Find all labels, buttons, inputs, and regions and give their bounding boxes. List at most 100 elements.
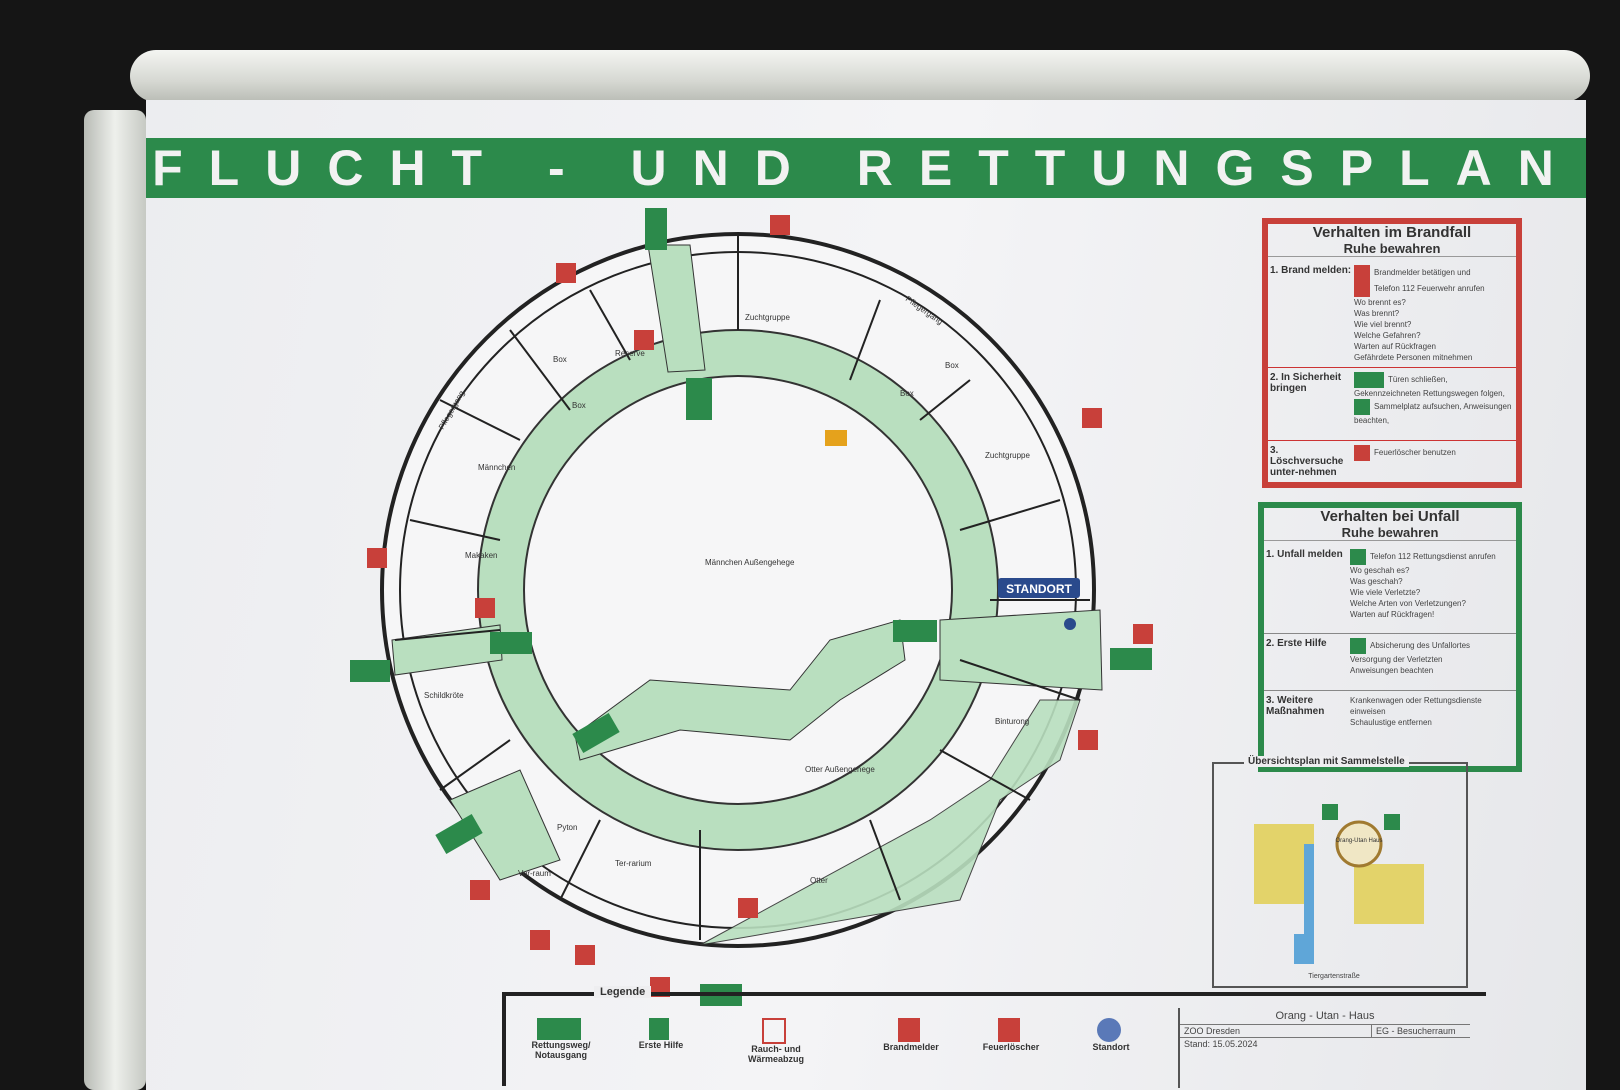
fire-alarm-icon [530,930,550,950]
fire-alarm-icon [1354,265,1370,281]
fire-alarm-icon [475,598,495,618]
text-line: Türen schließen, [1388,375,1448,385]
text-line: Sammelplatz aufsuchen, [1374,402,1462,412]
text-line: Anweisungen beachten, [1354,402,1512,425]
info-org: ZOO Dresden [1184,1026,1241,1036]
text-line: Telefon 112 Rettungsdienst anrufen [1370,552,1496,562]
standort-dot [1064,618,1076,630]
exit-icon [1354,372,1384,388]
exit-sign-icon [686,378,712,420]
text-line: Gefährdete Personen mitnehmen [1354,353,1473,362]
exit-sign-icon [1110,648,1152,670]
text-line: Welche Arten von Verletzungen? [1350,599,1466,608]
extinguisher-icon [1078,730,1098,750]
text-line: Warten auf Rückfragen [1354,342,1436,351]
accident-box-title: Verhalten bei Unfall [1320,508,1460,525]
phone-icon [1354,281,1370,297]
exit-sign-icon [350,660,390,682]
fire-step-1: 1. Brand melden: [1270,265,1352,276]
overview-street-label: Tiergartenstraße [1308,973,1360,980]
room-label: Box [572,401,586,410]
overview-map: Übersichtsplan mit Sammelstelle Orang-Ut… [1212,756,1468,988]
room-label: Makaken [465,551,497,560]
extinguisher-icon [998,1018,1020,1042]
fire-box-subtitle: Ruhe bewahren [1268,241,1516,257]
extinguisher-icon [367,548,387,568]
room-label: Zuchtgruppe [745,313,790,322]
room-label: Männchen Außengehege [705,558,795,567]
plan-title: FLUCHT - UND RETTUNGSPLAN [146,138,1586,198]
standort-icon [1097,1018,1121,1042]
corridor-ring [478,330,998,850]
text-line: Welche Gefahren? [1354,331,1421,340]
assembly-point-icon [1322,804,1338,820]
accident-instructions-box: Verhalten bei Unfall Ruhe bewahren 1. Un… [1258,502,1522,772]
room-label: Binturong [995,717,1029,726]
text-line: Wie viele Verletzte? [1350,588,1421,597]
legend-label: Rettungsweg/ Notausgang [531,1040,591,1060]
room-label: Vor-raum [518,869,551,878]
text-line: Warten auf Rückfragen! [1350,610,1435,619]
text-line: Schaulustige entfernen [1350,718,1432,727]
text-line: Telefon 112 Feuerwehr anrufen [1374,284,1485,294]
legend-label: Feuerlöscher [982,1042,1040,1052]
exit-sign-icon [490,632,532,654]
text-line: Rettungswegen folgen, [1422,389,1505,398]
assembly-point-icon [1354,399,1370,415]
fire-alarm-icon [470,880,490,900]
overview-building-label: Orang-Utan Haus [1335,838,1382,844]
legend-label: Erste Hilfe [638,1040,684,1050]
text-line: Versorgung der Verletzten [1350,655,1443,664]
warning-sign-icon [825,430,847,446]
info-building: Orang - Utan - Haus [1180,1008,1470,1025]
extinguisher-icon [1082,408,1102,428]
fire-step-3: 3. Löschversuche unter-nehmen [1270,445,1344,478]
extinguisher-icon [738,898,758,918]
text-line: Krankenwagen oder Rettungsdienste einwei… [1350,696,1482,716]
text-line: Was brennt? [1354,309,1400,318]
text-line: Wie viel brennt? [1354,320,1412,329]
text-line: Brandmelder betätigen und [1374,268,1471,278]
accident-step-2: 2. Erste Hilfe [1266,638,1327,649]
room-label: Zuchtgruppe [985,451,1030,460]
room-label: Männchen [478,463,515,472]
room-label: Ter-rarium [615,859,652,868]
fire-alarm-icon [770,215,790,235]
text-line: Anweisungen beachten [1350,666,1434,675]
first-aid-icon [1350,638,1366,654]
accident-step-1: 1. Unfall melden [1266,549,1343,560]
legend: Legende Rettungsweg/ Notausgang Erste Hi… [502,986,1486,1086]
corridor-east [939,609,1103,691]
exit-icon [537,1018,581,1040]
info-block: Orang - Utan - Haus ZOO Dresden EG - Besu… [1178,1008,1470,1088]
fire-step-2: 2. In Sicherheit bringen [1270,372,1342,394]
text-line: Was geschah? [1350,577,1403,586]
info-floor: EG - Besucherraum [1371,1025,1470,1037]
room-label: Schildkröte [424,691,464,700]
text-line: Gekennzeichneten [1354,389,1421,398]
accident-box-subtitle: Ruhe bewahren [1264,525,1516,541]
room-label: Box [945,361,959,370]
overview-title: Übersichtsplan mit Sammelstelle [1244,756,1409,767]
assembly-point-icon [1384,814,1400,830]
text-line: Absicherung des Unfallortes [1370,641,1471,651]
fire-instructions-box: Verhalten im Brandfall Ruhe bewahren 1. … [1262,218,1522,488]
accident-step-3: 3. Weitere Maßnahmen [1266,695,1325,717]
room-label: Pyton [557,823,577,832]
text-line: Feuerlöscher benutzen [1374,448,1456,458]
exit-sign-icon [435,813,483,855]
poster-rod [130,50,1590,102]
extinguisher-icon [556,263,576,283]
exit-sign-icon [893,620,937,642]
overview-map-drawing: Orang-Utan Haus Tiergartenstraße [1254,804,1424,980]
fire-alarm-icon [1133,624,1153,644]
fire-alarm-icon [634,330,654,350]
room-label: Box [900,389,914,398]
legend-label: Brandmelder [883,1042,939,1052]
extinguisher-icon [575,945,595,965]
corridor-north [647,244,706,373]
extinguisher-icon [1354,445,1370,461]
legend-label: Rauch- und Wärmeabzug [747,1044,804,1064]
legend-title: Legende [594,986,652,998]
